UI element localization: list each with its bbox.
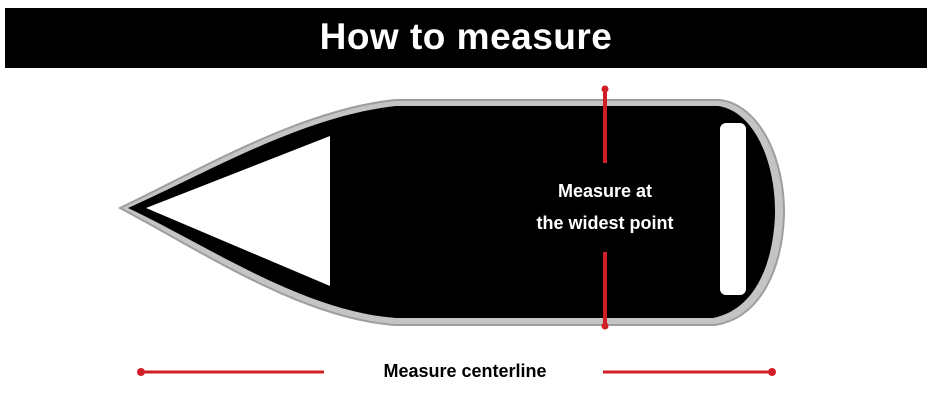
width-line-top-dot	[601, 85, 609, 93]
centerline-left-dot	[137, 368, 145, 376]
centerline-label: Measure centerline	[383, 361, 546, 381]
width-line-bottom-dot	[601, 322, 609, 330]
centerline-right-dot	[768, 368, 776, 376]
nose-cutout	[146, 136, 330, 286]
width-label-line1: Measure at	[558, 181, 652, 201]
width-label-line2: the widest point	[537, 213, 674, 233]
title-banner: How to measure	[5, 8, 927, 68]
page-title: How to measure	[319, 15, 613, 57]
tail-slot	[720, 123, 746, 295]
